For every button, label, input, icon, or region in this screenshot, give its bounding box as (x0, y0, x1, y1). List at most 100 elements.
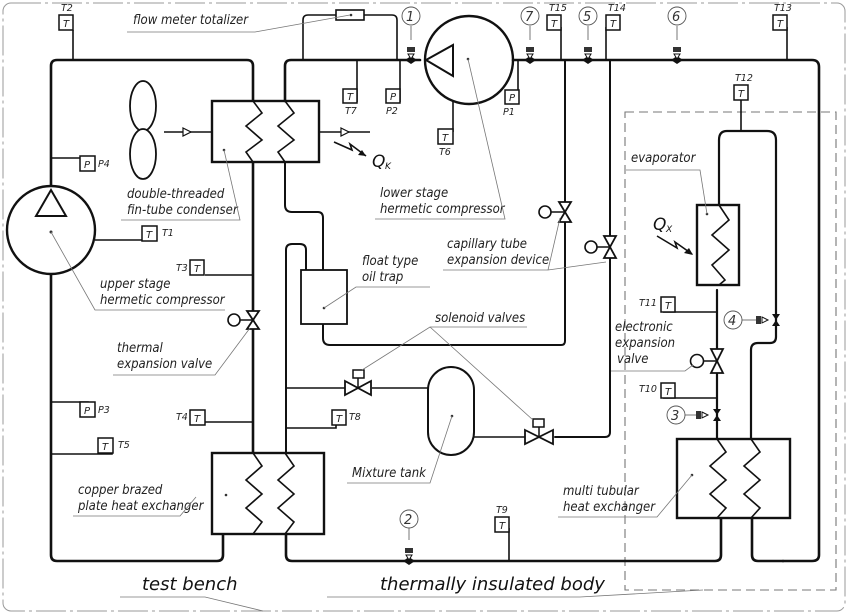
capillary-tube-valve-2 (584, 235, 618, 259)
lower-suction-line (511, 58, 821, 563)
sensor-T6: T T6 (437, 128, 454, 158)
svg-text:T2: T2 (61, 3, 73, 14)
svg-text:T: T (194, 264, 201, 275)
sensor-T14: T T14 (605, 3, 626, 31)
fin-tube-condenser (210, 99, 321, 164)
evaporator-return-line (717, 129, 778, 441)
svg-text:multi tubular: multi tubular (563, 484, 640, 499)
svg-text:2: 2 (404, 513, 412, 528)
svg-text:float type: float type (362, 254, 418, 269)
sensor-P4: P P4 (79, 155, 110, 172)
svg-text:heat exchanger: heat exchanger (563, 500, 656, 515)
sensor-T1: T T1 (141, 225, 174, 242)
service-valve-1[interactable]: 1 (401, 6, 421, 65)
solenoid-valve-2 (524, 418, 554, 446)
svg-text:3: 3 (671, 409, 679, 424)
svg-text:T13: T13 (774, 3, 792, 14)
sensor-T12: T T12 (733, 73, 753, 101)
service-valve-6[interactable]: 6 (667, 6, 687, 65)
svg-text:oil trap: oil trap (362, 270, 403, 285)
label-condenser: double-threaded fin-tube condenser (121, 149, 241, 221)
svg-text:T: T (336, 414, 343, 425)
label-plate-heat-exchanger: copper brazed plate heat exchanger (73, 483, 205, 517)
svg-text:solenoid valves: solenoid valves (435, 311, 525, 326)
sensor-T15: T T15 (546, 3, 567, 31)
upper-stage-pipe-loop (49, 58, 255, 563)
svg-text:T: T (347, 92, 354, 103)
sensor-T2: T T2 (58, 3, 74, 31)
lower-discharge-line (283, 58, 422, 103)
sensor-T8: T T8 (331, 409, 361, 426)
upper-stage-compressor (5, 184, 97, 276)
condenser-fan (129, 80, 157, 180)
svg-text:T11: T11 (639, 298, 657, 309)
svg-text:lower stage: lower stage (380, 186, 448, 201)
svg-text:capillary tube: capillary tube (447, 237, 527, 252)
service-valve-3[interactable]: 3 (666, 405, 721, 425)
insulated-body-boundary (624, 111, 837, 591)
svg-text:X: X (665, 225, 673, 235)
svg-text:thermally insulated body: thermally insulated body (380, 574, 605, 595)
sensor-T5: T T5 (97, 437, 130, 454)
mixture-tank (427, 366, 475, 456)
svg-text:expansion valve: expansion valve (117, 357, 212, 372)
svg-text:P: P (84, 406, 91, 417)
svg-text:Q: Q (653, 215, 666, 235)
multi-tubular-heat-exchanger (675, 437, 792, 520)
sensor-T11: T T11 (639, 296, 676, 313)
svg-text:expansion: expansion (615, 336, 675, 351)
sensor-T7: T T7 (342, 88, 358, 117)
svg-text:T: T (194, 414, 201, 425)
label-electronic-expansion-valve: electronic expansion valve (611, 320, 694, 372)
service-valve-5[interactable]: 5 (578, 6, 598, 65)
svg-text:Mixture tank: Mixture tank (352, 466, 427, 481)
sensor-T13: T T13 (772, 3, 792, 31)
label-oil-trap: float type oil trap (323, 254, 430, 309)
capillary-tube-valve-1 (538, 201, 573, 223)
svg-text:P: P (390, 92, 397, 103)
svg-text:T: T (102, 442, 109, 453)
label-thermally-insulated-body: thermally insulated body (327, 574, 704, 598)
label-test-bench: test bench (120, 574, 264, 612)
svg-text:4: 4 (728, 314, 736, 329)
sensor-T4: T T4 (176, 409, 206, 426)
svg-text:T5: T5 (118, 440, 130, 451)
service-valve-7[interactable]: 7 (520, 6, 540, 65)
oil-trap-inlet (284, 161, 324, 271)
svg-text:test bench: test bench (142, 574, 238, 595)
service-valve-2[interactable]: 2 (399, 509, 419, 566)
heat-rejection-arrow: Q K (333, 141, 392, 172)
svg-text:flow meter totalizer: flow meter totalizer (133, 13, 249, 28)
label-upper-compressor: upper stage hermetic compressor (50, 231, 226, 311)
svg-text:upper stage: upper stage (100, 277, 170, 292)
svg-text:T15: T15 (549, 3, 567, 14)
label-evaporator: evaporator (626, 151, 708, 215)
thermal-expansion-valve (227, 310, 261, 330)
svg-text:T10: T10 (639, 384, 657, 395)
svg-text:7: 7 (525, 10, 534, 25)
label-lower-compressor: lower stage hermetic compressor (375, 58, 506, 220)
label-solenoid-valves: solenoid valves (361, 311, 534, 421)
evaporator (695, 203, 741, 287)
svg-text:double-threaded: double-threaded (127, 187, 225, 202)
capillary-branch-line-2 (554, 59, 611, 438)
svg-text:P1: P1 (503, 107, 515, 118)
label-mixture-tank: Mixture tank (347, 415, 453, 484)
heat-absorption-arrow: Q X (653, 215, 693, 255)
svg-text:P3: P3 (98, 405, 110, 416)
svg-text:T6: T6 (439, 147, 451, 158)
label-capillary-tube: capillary tube expansion device (443, 217, 607, 271)
label-multi-tubular-heat-exchanger: multi tubular heat exchanger (558, 474, 693, 518)
svg-text:P4: P4 (98, 159, 110, 170)
solenoid-valve-1 (344, 369, 372, 397)
service-valve-4[interactable]: 4 (723, 310, 780, 330)
label-thermal-expansion-valve: thermal expansion valve (113, 327, 251, 376)
svg-text:T: T (499, 521, 506, 532)
sensor-T9: T T9 (494, 505, 510, 533)
capillary-branch-line (322, 59, 566, 346)
sensor-P1: P P1 (503, 89, 520, 118)
svg-text:expansion device: expansion device (447, 253, 549, 268)
svg-text:K: K (385, 162, 392, 172)
